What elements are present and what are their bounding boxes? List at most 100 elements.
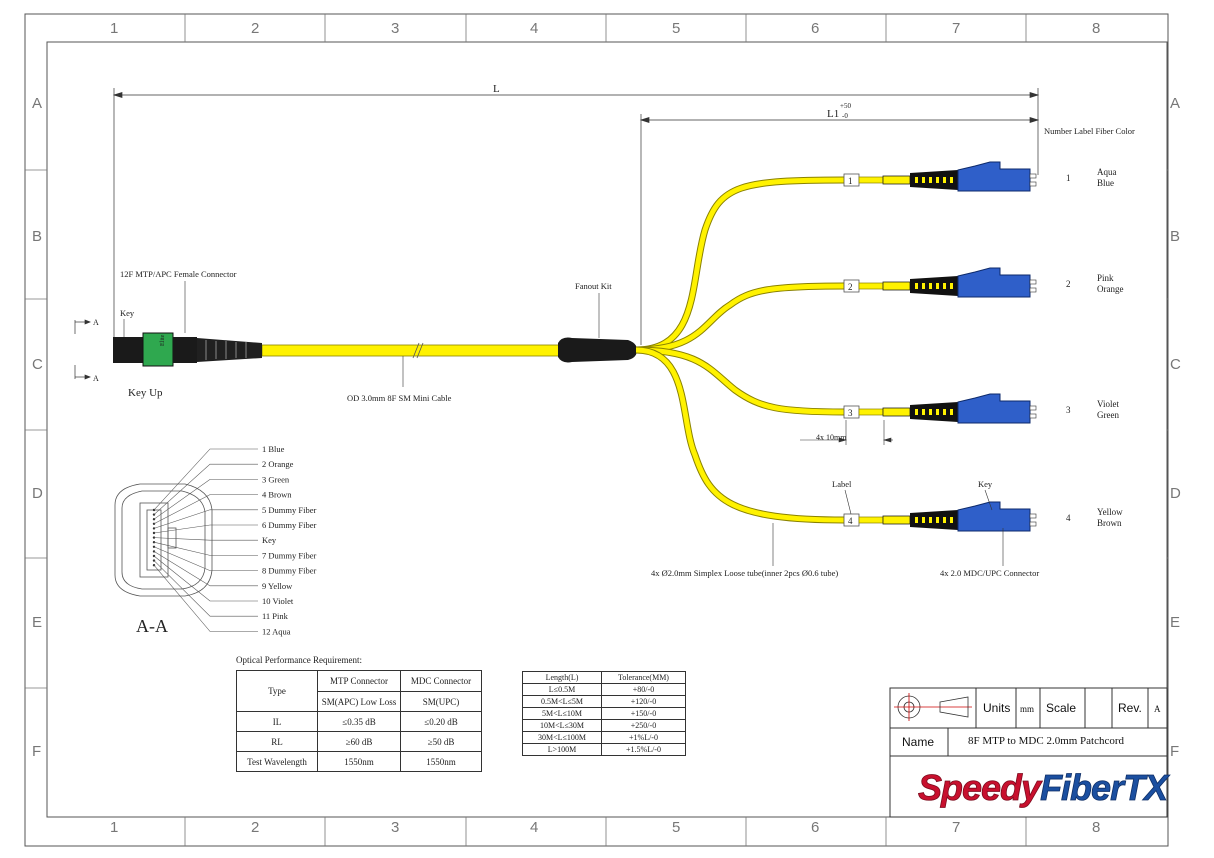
- branches: [635, 176, 846, 524]
- grid-row-label: A: [1170, 95, 1180, 112]
- perf-header-mdc: MDC Connector: [400, 670, 482, 692]
- grid-col-label: 2: [251, 20, 259, 37]
- boot-rib: [936, 283, 939, 289]
- section-marks: [74, 319, 91, 380]
- grid-col-label: 8: [1092, 819, 1100, 836]
- ferrule: [1029, 287, 1037, 293]
- pinout-leader: [153, 555, 258, 602]
- mdc-boot: [910, 276, 958, 296]
- mtp-connector: [113, 332, 262, 367]
- leg-fiber-color: Green: [1097, 410, 1119, 420]
- boot-rib: [915, 409, 918, 415]
- grid-row-label: D: [1170, 485, 1181, 502]
- pinout-leader: [153, 546, 258, 571]
- ferrule: [1029, 181, 1037, 187]
- fanout-kit: [558, 337, 637, 363]
- pinout-item: 8 Dummy Fiber: [262, 566, 316, 576]
- dimension-l: [112, 88, 1040, 340]
- leg-tube: [858, 282, 884, 290]
- leg-fiber-color: Aqua: [1097, 167, 1117, 177]
- projection-symbol: [894, 693, 972, 721]
- boot-rib: [943, 409, 946, 415]
- ferrule: [1029, 279, 1037, 285]
- mdc-key-callout: Key: [978, 479, 993, 489]
- boot-sleeve: [882, 407, 911, 417]
- tol-length: 0.5M<L≤5M: [522, 695, 602, 708]
- rev-value: A: [1154, 704, 1161, 714]
- fiber-label-number: 4: [848, 516, 853, 526]
- inner-frame: [46, 41, 1168, 818]
- label-callout: Label: [832, 479, 852, 489]
- pinout-item: 1 Blue: [262, 444, 285, 454]
- boot-rib: [915, 517, 918, 523]
- leg-fiber-color: Pink: [1097, 273, 1114, 283]
- pinout-item: 6 Dummy Fiber: [262, 520, 316, 530]
- grid-row-label: F: [32, 743, 41, 760]
- mdc-housing: [957, 161, 1031, 192]
- perf-row-label: Test Wavelength: [236, 751, 318, 772]
- boot-sleeve: [882, 175, 911, 185]
- perf-cell: ≤0.35 dB: [317, 711, 401, 732]
- mdc-key-leader: [984, 489, 993, 511]
- mtp-body-text: Elite: [160, 334, 166, 346]
- perf-subheader-mtp: SM(APC) Low Loss: [317, 691, 401, 712]
- boot-rib: [943, 177, 946, 183]
- tol-length: L≤0.5M: [522, 683, 602, 696]
- grid-col-label: 3: [391, 819, 399, 836]
- boot-rib: [943, 517, 946, 523]
- pinout-leader: [153, 537, 258, 541]
- key-up-label: Key Up: [128, 387, 163, 399]
- leg-tube: [858, 176, 884, 184]
- section-mark-a-top: A: [93, 318, 99, 327]
- fiber-color-header: Number Label Fiber Color: [1044, 126, 1135, 136]
- grid-col-label: 4: [530, 20, 538, 37]
- grid-row-label: D: [32, 485, 43, 502]
- boot-rib: [950, 283, 953, 289]
- pinout-leader: [153, 541, 258, 556]
- boot-rib: [929, 517, 932, 523]
- pinout-item: 12 Aqua: [262, 626, 291, 636]
- grid-col-label: 3: [391, 20, 399, 37]
- pinout-item: 2 Orange: [262, 459, 294, 469]
- mdc-boot: [910, 510, 958, 530]
- mtp-connector-label: 12F MTP/APC Female Connector: [120, 269, 237, 279]
- grid-row-label: E: [32, 614, 42, 631]
- mdc-boot: [910, 402, 958, 422]
- perf-cell: 1550nm: [317, 751, 401, 772]
- boot-rib: [950, 177, 953, 183]
- boot-rib: [936, 409, 939, 415]
- pinout-leader: [153, 448, 258, 511]
- boot-rib: [936, 177, 939, 183]
- loose-tube-label: 4x Ø2.0mm Simplex Loose tube(inner 2pcs …: [651, 568, 838, 578]
- perf-cell: ≥50 dB: [400, 731, 482, 752]
- leg-tube: [858, 516, 884, 524]
- pinout-item: 7 Dummy Fiber: [262, 550, 316, 560]
- grid-col-label: 4: [530, 819, 538, 836]
- tol-length: L>100M: [522, 743, 602, 756]
- leg-fiber-color: Blue: [1097, 178, 1114, 188]
- scale-label: Scale: [1046, 701, 1077, 715]
- section-view-label: A-A: [136, 616, 168, 636]
- mdc-housing: [957, 393, 1031, 424]
- tol-length: 30M<L≤100M: [522, 731, 602, 744]
- grid-col-label: 2: [251, 819, 259, 836]
- fiber-label-number: 1: [848, 176, 853, 186]
- pinout-item: 5 Dummy Fiber: [262, 505, 316, 515]
- mdc-housing: [957, 267, 1031, 298]
- leg-number: 4: [1066, 513, 1071, 523]
- boot-rib: [922, 409, 925, 415]
- perf-cell: ≤0.20 dB: [400, 711, 482, 732]
- grid-col-label: 6: [811, 20, 819, 37]
- main-cable: [261, 344, 563, 357]
- boot-sleeve: [882, 515, 911, 525]
- mdc-connector-label: 4x 2.0 MDC/UPC Connector: [940, 568, 1039, 578]
- pinout-leader: [153, 560, 258, 617]
- fanout-label: Fanout Kit: [575, 281, 612, 291]
- leg-number: 2: [1066, 279, 1071, 289]
- boot-rib: [929, 177, 932, 183]
- boot-rib: [929, 283, 932, 289]
